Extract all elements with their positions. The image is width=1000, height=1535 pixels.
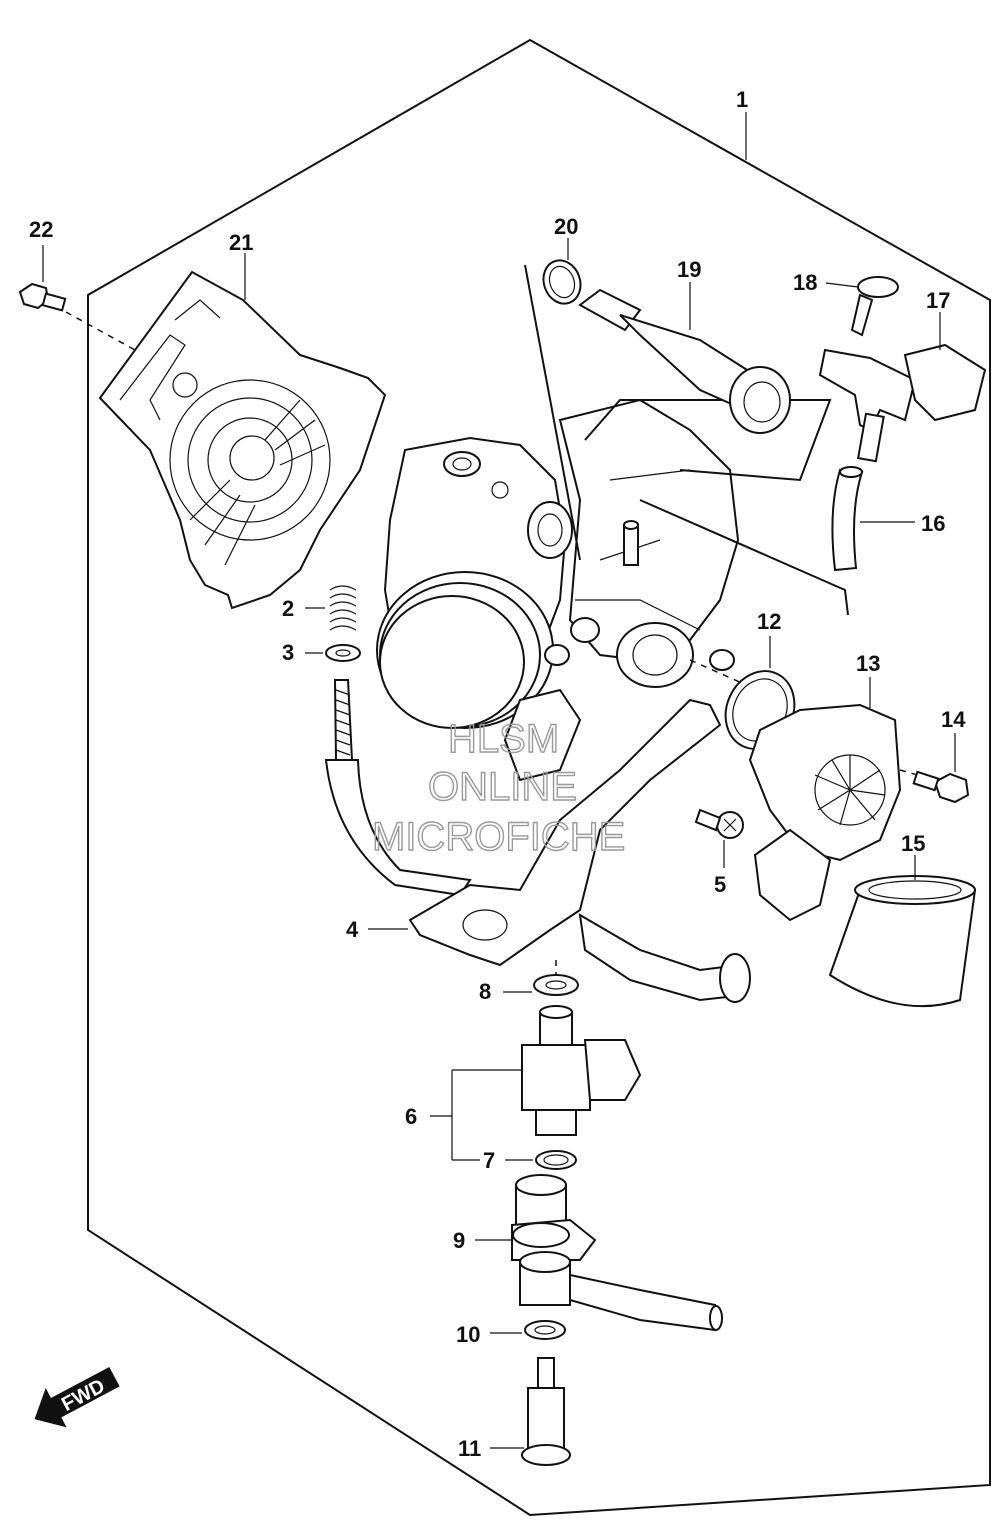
watermark-line-2: ONLINE — [428, 765, 577, 809]
callout-10: 10 — [456, 1322, 480, 1347]
callout-22: 22 — [29, 217, 53, 242]
callout-13: 13 — [856, 651, 880, 676]
throttle-body — [376, 398, 740, 782]
callout-6: 6 — [405, 1104, 417, 1129]
callout-19: 19 — [677, 257, 701, 282]
watermark: HLSM ONLINE MICROFICHE — [371, 716, 626, 859]
callout-3: 3 — [282, 640, 294, 665]
watermark-line-3: MICROFICHE — [372, 815, 625, 859]
part-14-bolt — [912, 733, 970, 804]
part-4-bracket — [324, 679, 751, 1003]
callout-9: 9 — [453, 1228, 465, 1253]
part-17-sensor — [818, 312, 987, 463]
callout-21: 21 — [229, 230, 253, 255]
callout-labels: 1 2 3 4 5 6 7 8 9 10 11 12 13 14 15 16 1… — [29, 87, 966, 1461]
callout-18: 18 — [793, 270, 817, 295]
part-13-sensor — [748, 677, 902, 922]
callout-8: 8 — [479, 979, 491, 1004]
part-9-fuel-pipe — [475, 1174, 723, 1332]
part-22-bolt — [18, 245, 136, 351]
callout-7: 7 — [483, 1148, 495, 1173]
callout-16: 16 — [921, 511, 945, 536]
part-8-washer — [503, 960, 579, 996]
callout-2: 2 — [282, 596, 294, 621]
part-18-screw — [825, 276, 899, 337]
part-7-o-ring — [452, 1150, 577, 1170]
part-19-adjust-screw — [578, 282, 791, 434]
callout-1: 1 — [736, 87, 748, 112]
part-10-washer — [490, 1320, 566, 1340]
callout-5: 5 — [714, 872, 726, 897]
part-6-injector — [430, 1005, 642, 1160]
part-11-bolt — [490, 1357, 571, 1466]
callout-20: 20 — [554, 214, 578, 239]
part-5-screw — [694, 808, 744, 868]
callout-15: 15 — [901, 831, 925, 856]
part-20-o-ring — [542, 238, 582, 305]
part-3-washer — [305, 644, 361, 662]
part-15-cap — [828, 855, 977, 1008]
callout-14: 14 — [941, 707, 966, 732]
callout-17: 17 — [926, 288, 950, 313]
part-21-cover — [98, 253, 387, 610]
fwd-arrow-badge: FWD — [34, 1366, 120, 1428]
watermark-line-1: HLSM — [448, 717, 559, 761]
callout-4: 4 — [346, 917, 359, 942]
part-2-spring — [305, 585, 357, 631]
callout-11: 11 — [458, 1436, 481, 1461]
assembly-outline — [87, 38, 991, 1517]
callout-12: 12 — [757, 609, 781, 634]
part-16-hose — [831, 466, 915, 572]
